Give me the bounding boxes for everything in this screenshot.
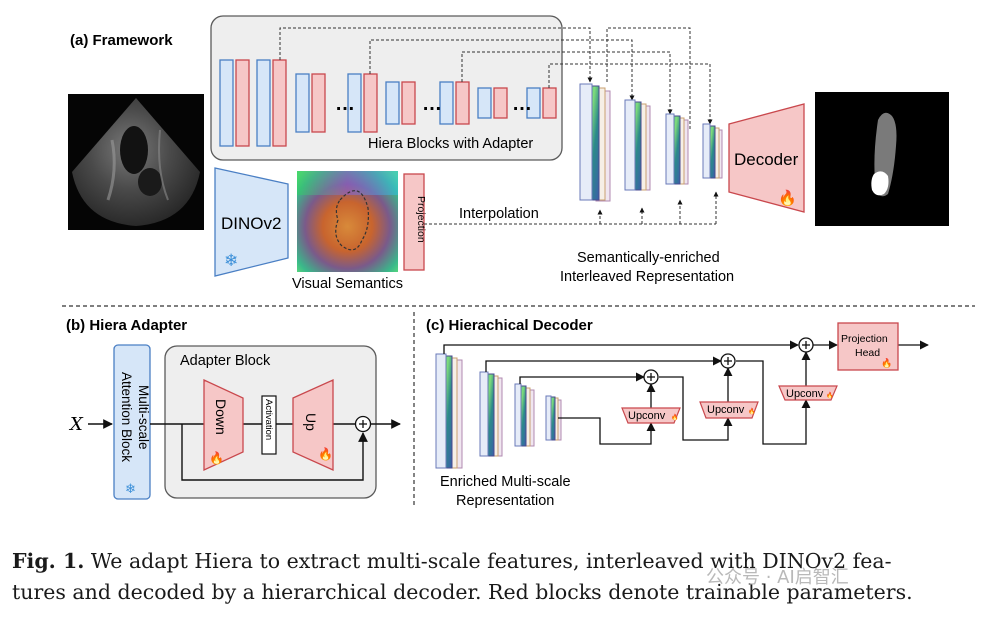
mhsa-label-line2: Attention Block [119,372,134,462]
down-projection [203,378,244,472]
adapter-flow-lines [150,419,401,481]
interpolation-label: Interpolation [459,206,539,222]
decoder-block [728,103,805,213]
upconv-label-2: Upconv [707,404,745,416]
snowflake-icon: ❄ [224,251,238,270]
dinov2-label: DINOv2 [221,214,281,233]
enriched-feature-stacks [435,353,562,469]
hiera-block-stack [219,59,557,147]
upconv-label-3: Upconv [786,388,824,400]
hiera-to-stack-connectors [279,27,713,130]
flame-icon: 🔥 [826,391,833,399]
flame-icon: 🔥 [778,189,797,207]
flame-icon: 🔥 [318,447,333,461]
projection-head-block [837,322,899,371]
interpolation-connectors [424,191,719,225]
architecture-diagram: (a) Framework … … … Hiera Blocks with A [62,15,975,509]
up-projection [292,378,334,472]
activation-block [261,395,277,455]
figure-caption: Fig. 1. We adapt Hiera to extract multi-… [12,546,992,608]
visual-semantics-map [297,171,398,272]
activation-label: Activation [263,399,274,440]
caption-line1: We adapt Hiera to extract multi-scale fe… [90,549,892,573]
ultrasound-input-image [68,94,204,230]
down-label: Down [213,399,229,435]
ellipsis-2: … [422,93,442,115]
up-label: Up [303,413,319,431]
x-input-label: X [68,414,84,435]
semantic-label-line1: Semantically-enriched [577,250,720,266]
flame-icon: 🔥 [748,407,755,415]
projection-head-line1: Projection [841,333,888,345]
watermark: 公众号 · AI启智汇 [706,567,849,588]
adapter-title: (b) Hiera Adapter [66,317,187,334]
projection-block [403,173,425,271]
decoder-flow-lines [443,340,929,445]
decoder-label: Decoder [734,150,799,169]
segmentation-output-image [815,92,949,226]
enriched-label-line1: Enriched Multi-scale [440,474,571,490]
dinov2-encoder [214,167,289,277]
circle-plus-icon [354,415,372,433]
caption-line2: tures and decoded by a hierarchical deco… [12,580,913,604]
framework-title: (a) Framework [70,32,173,49]
semantic-feature-stacks [579,83,723,202]
figure-label: Fig. 1. [12,549,85,573]
circle-plus-icon [798,337,814,353]
mhsa-label-line1: Multi-scale [136,385,151,450]
snowflake-icon: ❄ [125,481,136,496]
hiera-blocks-label: Hiera Blocks with Adapter [368,136,533,152]
visual-semantics-label: Visual Semantics [292,276,403,292]
adapter-block-label: Adapter Block [180,353,271,369]
enriched-label-line2: Representation [456,493,554,509]
upconv-block-2 [699,401,759,419]
upconv-block-3 [778,385,838,401]
flame-icon: 🔥 [881,357,892,368]
semantic-label-line2: Interleaved Representation [560,269,734,285]
ellipsis-3: … [512,93,532,115]
projection-label: Projection [415,196,427,243]
mhsa-block [113,344,151,500]
upconv-label-1: Upconv [628,410,666,422]
flame-icon: 🔥 [209,451,224,465]
circle-plus-icon [643,369,659,385]
circle-plus-icon [720,353,736,369]
decoder-panel-title: (c) Hierachical Decoder [426,317,593,334]
upconv-block-1 [621,407,681,424]
flame-icon: 🔥 [671,413,678,421]
projection-head-line2: Head [855,347,880,359]
ellipsis-1: … [335,93,355,115]
